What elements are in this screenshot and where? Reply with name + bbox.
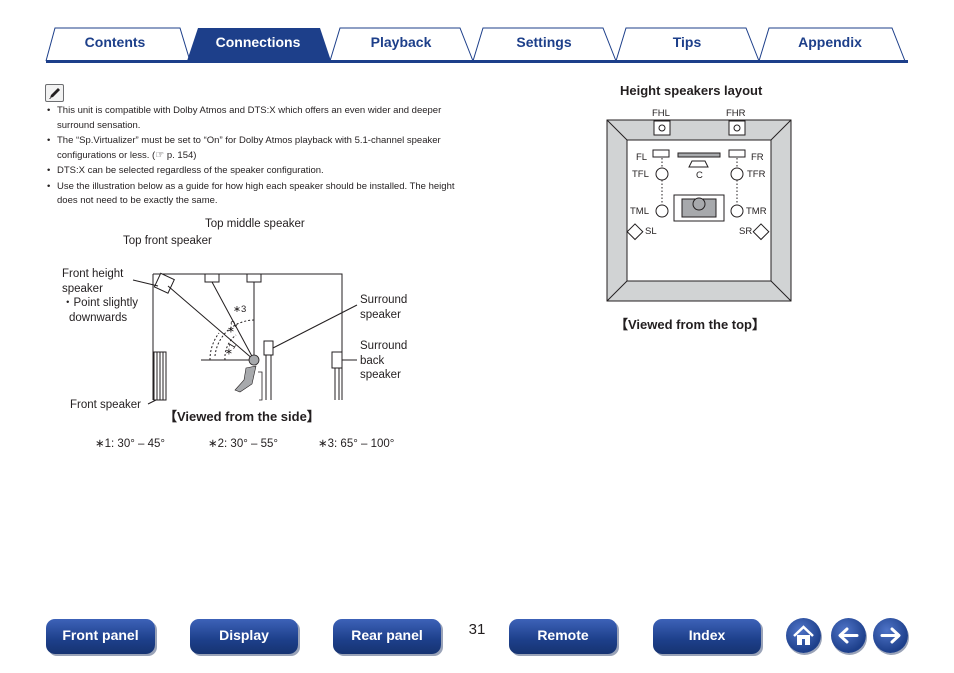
- tml-speaker-shape: [655, 204, 669, 218]
- fhr-speaker-shape: [728, 120, 746, 136]
- note-item: The “Sp.Virtualizer” must be set to “On”…: [46, 134, 476, 163]
- note-item: This unit is compatible with Dolby Atmos…: [46, 104, 476, 133]
- rear-panel-button[interactable]: Rear panel: [333, 619, 441, 654]
- listener-figure-icon: [234, 354, 263, 401]
- footnote-1: ∗1: 30° – 45°: [95, 438, 165, 450]
- top-front-speaker-label: Top front speaker: [123, 235, 212, 247]
- fhl-speaker-shape: [653, 120, 671, 136]
- side-view-caption: 【Viewed from the side】: [164, 409, 320, 424]
- top-tab-bar: Contents Connections Playback Settings T…: [0, 0, 954, 64]
- notes-list: This unit is compatible with Dolby Atmos…: [46, 104, 476, 210]
- note-item: DTS:X can be selected regardless of the …: [46, 164, 476, 179]
- sl-speaker-shape: [626, 223, 644, 241]
- tab-shape-playback: [329, 27, 474, 62]
- top-view-caption: 【Viewed from the top】: [615, 317, 765, 332]
- tmr-speaker-shape: [730, 204, 744, 218]
- footnote-2: ∗2: 30° – 55°: [208, 438, 278, 450]
- tfr-label: TFR: [747, 169, 766, 180]
- tab-shape-connections: [187, 28, 331, 61]
- fl-label: FL: [636, 152, 648, 163]
- tab-playback[interactable]: Playback: [370, 34, 432, 50]
- remote-button[interactable]: Remote: [509, 619, 617, 654]
- tab-tips[interactable]: Tips: [672, 34, 702, 50]
- display-button[interactable]: Display: [190, 619, 298, 654]
- center-speaker-shape: [688, 160, 709, 168]
- fhl-label: FHL: [652, 108, 670, 119]
- back-arrow-icon[interactable]: [831, 618, 866, 653]
- tab-contents[interactable]: Contents: [84, 34, 146, 50]
- tmr-label: TMR: [746, 206, 767, 217]
- tab-connections[interactable]: Connections: [215, 34, 301, 50]
- index-button[interactable]: Index: [653, 619, 761, 654]
- sl-label: SL: [645, 226, 657, 237]
- front-speaker-label: Front speaker: [70, 399, 141, 411]
- tab-shape-tips: [615, 27, 760, 62]
- top-middle-speaker-label: Top middle speaker: [205, 218, 305, 230]
- tml-label: TML: [630, 206, 649, 217]
- tfr-speaker-shape: [730, 167, 744, 181]
- surround-speaker-label: Surround speaker: [360, 294, 408, 321]
- fr-speaker-shape: [728, 149, 746, 158]
- tab-shape-contents: [45, 27, 191, 62]
- surround-back-speaker-label: Surround back speaker: [360, 340, 408, 381]
- front-height-speaker-label: Front height speaker ・Point slightly dow…: [62, 268, 139, 324]
- reference-icon: ☞: [155, 149, 165, 161]
- front-panel-button[interactable]: Front panel: [46, 619, 155, 654]
- home-icon[interactable]: [786, 618, 821, 653]
- tfl-label: TFL: [632, 169, 649, 180]
- angle-mark-3: ∗3: [233, 304, 247, 315]
- c-label: C: [696, 170, 703, 181]
- tfl-speaker-shape: [655, 167, 669, 181]
- height-speakers-layout-title: Height speakers layout: [620, 83, 763, 98]
- tab-shapes: [45, 27, 908, 63]
- tab-shape-appendix: [758, 27, 906, 62]
- footnote-3: ∗3: 65° – 100°: [318, 438, 395, 450]
- sr-speaker-shape: [752, 223, 770, 241]
- note-item: Use the illustration below as a guide fo…: [46, 180, 476, 209]
- page-reference-link[interactable]: p. 154: [166, 149, 194, 161]
- front-height-speaker-shape: [153, 272, 175, 294]
- tab-appendix[interactable]: Appendix: [798, 34, 862, 50]
- fr-label: FR: [751, 152, 764, 163]
- page-number: 31: [468, 621, 486, 638]
- sr-label: SR: [739, 226, 753, 237]
- fhr-label: FHR: [726, 108, 746, 119]
- tv-shape: [677, 152, 721, 158]
- fl-speaker-shape: [652, 149, 670, 158]
- pencil-icon: [45, 84, 64, 102]
- tab-settings[interactable]: Settings: [516, 34, 572, 50]
- forward-arrow-icon[interactable]: [873, 618, 908, 653]
- tab-shape-settings: [472, 27, 617, 62]
